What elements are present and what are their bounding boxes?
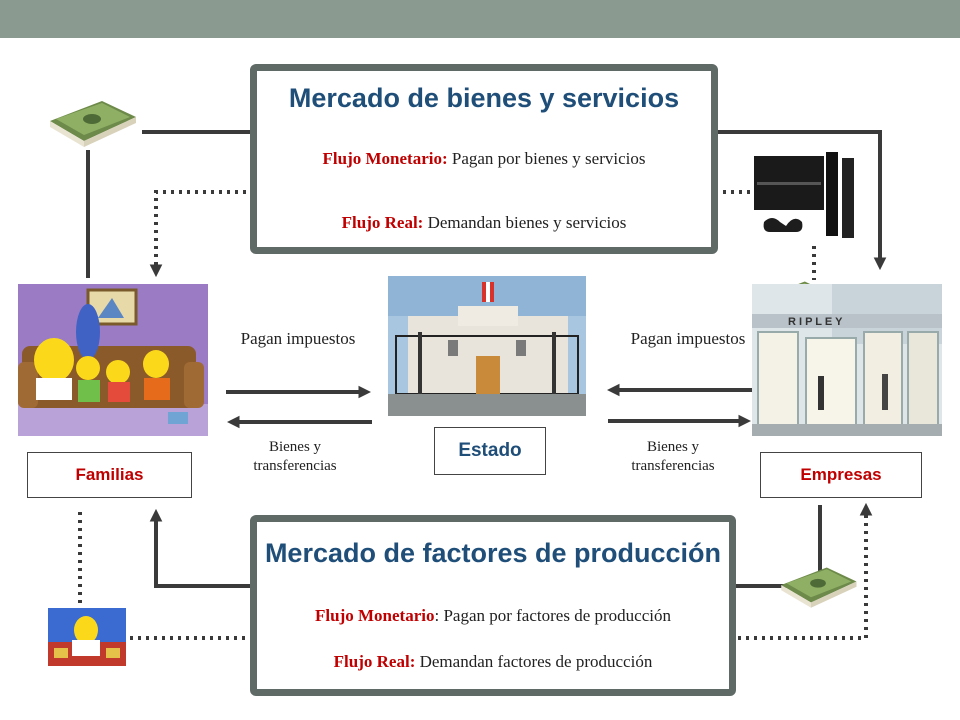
goods-market-title: Mercado de bienes y servicios xyxy=(288,83,680,113)
factors-real-label: Flujo Real: xyxy=(333,652,416,671)
family-image xyxy=(18,284,208,436)
worker-image xyxy=(48,608,126,666)
taxes-label-left: Pagan impuestos xyxy=(240,329,356,348)
goods-monetary-label: Flujo Monetario: xyxy=(322,149,448,168)
goods-real-flow: Flujo Real: Demandan bienes y servicios xyxy=(257,213,711,233)
game-console-image xyxy=(754,152,854,238)
money-icon xyxy=(781,567,857,608)
goods-real-label: Flujo Real: xyxy=(341,213,424,232)
goods-market-box: Mercado de bienes y servicios Flujo Mone… xyxy=(250,64,718,254)
company-store-image: R I P L E Y xyxy=(752,284,942,436)
state-palace-image xyxy=(388,276,586,416)
factors-monetary-flow: Flujo Monetario: Pagan por factores de p… xyxy=(257,606,729,626)
top-banner xyxy=(0,0,960,38)
store-sign: R I P L E Y xyxy=(788,316,843,328)
goods-transfer-label-left: Bienes y transferencias xyxy=(253,439,337,474)
goods-monetary-flow: Flujo Monetario: Pagan por bienes y serv… xyxy=(257,149,711,169)
real-flow-factors-arrow-right xyxy=(130,502,873,640)
money-icon xyxy=(50,101,136,147)
families-label: Familias xyxy=(27,452,192,498)
factors-real-text: Demandan factores de producción xyxy=(415,652,653,671)
factors-real-flow: Flujo Real: Demandan factores de producc… xyxy=(257,652,729,672)
factors-monetary-label: Flujo Monetario xyxy=(315,606,435,625)
goods-monetary-text: Pagan por bienes y servicios xyxy=(447,149,646,168)
factors-market-box: Mercado de factores de producción Flujo … xyxy=(250,515,736,696)
real-flow-goods-arrow xyxy=(149,190,750,278)
goods-transfer-label-right: Bienes y transferencias xyxy=(631,439,715,474)
taxes-label-right: Pagan impuestos xyxy=(630,329,746,348)
factors-monetary-text: : Pagan por factores de producción xyxy=(434,606,671,625)
factors-market-title: Mercado de factores de producción xyxy=(264,538,722,568)
state-label: Estado xyxy=(434,427,546,475)
goods-real-text: Demandan bienes y servicios xyxy=(423,213,627,232)
companies-label: Empresas xyxy=(760,452,922,498)
